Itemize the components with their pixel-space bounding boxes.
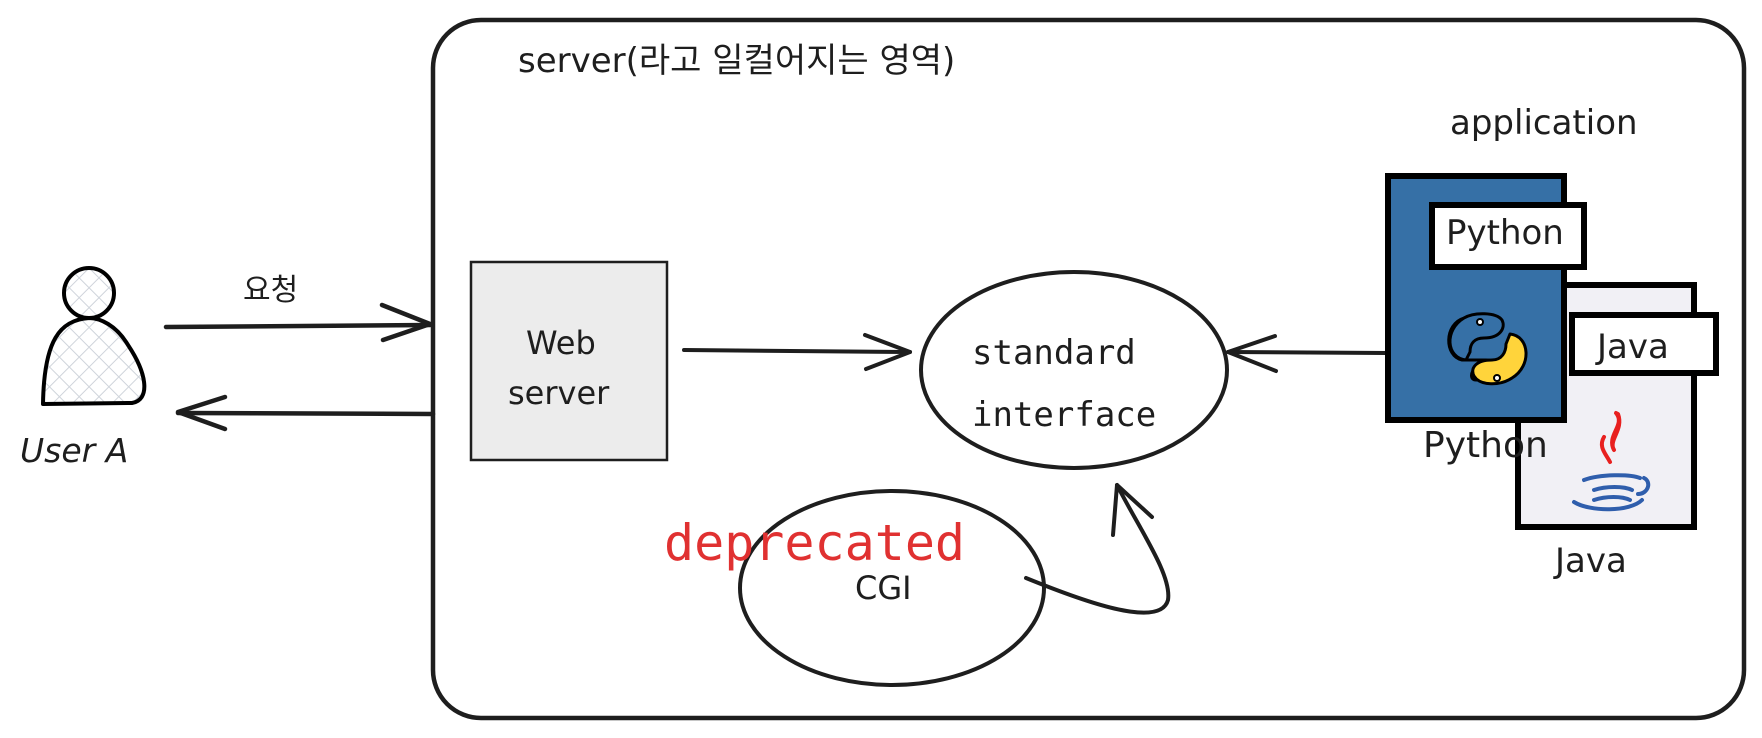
web-server-label-line2: server xyxy=(508,374,610,412)
python-caption: Python xyxy=(1423,425,1548,466)
server-region-box[interactable] xyxy=(430,17,1747,721)
request-label: 요청 xyxy=(243,273,299,308)
request-arrow xyxy=(163,302,433,343)
web-server-box[interactable] xyxy=(469,260,669,462)
server-region-title: server(라고 일컬어지는 영역) xyxy=(518,41,956,81)
web-server-label-line1: Web xyxy=(526,324,596,362)
python-tag-label: Python xyxy=(1446,213,1564,253)
java-tag-box xyxy=(1569,312,1719,376)
cgi-label: CGI xyxy=(855,569,912,607)
application-to-interface-arrow xyxy=(1226,334,1388,373)
application-title: application xyxy=(1450,103,1638,143)
response-arrow xyxy=(175,394,436,432)
python-tag-box xyxy=(1429,202,1587,270)
java-tag-label: Java xyxy=(1597,327,1669,367)
cgi-ellipse[interactable] xyxy=(738,489,1046,687)
user-label: User A xyxy=(20,431,129,470)
standard-interface-label-line1: standard xyxy=(972,333,1136,373)
standard-interface-label-line2: interface xyxy=(972,395,1157,435)
user-icon[interactable] xyxy=(41,266,147,406)
deprecated-annotation: deprecated xyxy=(664,514,966,572)
python-card[interactable] xyxy=(1385,173,1587,423)
cgi-to-interface-arrow xyxy=(1024,483,1171,615)
web-server-label: Web server xyxy=(508,318,609,418)
java-cup-icon xyxy=(1572,411,1651,512)
standard-interface-label: standard interface xyxy=(972,322,1156,446)
standard-interface-ellipse[interactable] xyxy=(919,270,1229,470)
webserver-to-interface-arrow xyxy=(682,333,912,371)
python-logo-icon xyxy=(1447,312,1528,386)
java-caption: Java xyxy=(1555,541,1627,581)
